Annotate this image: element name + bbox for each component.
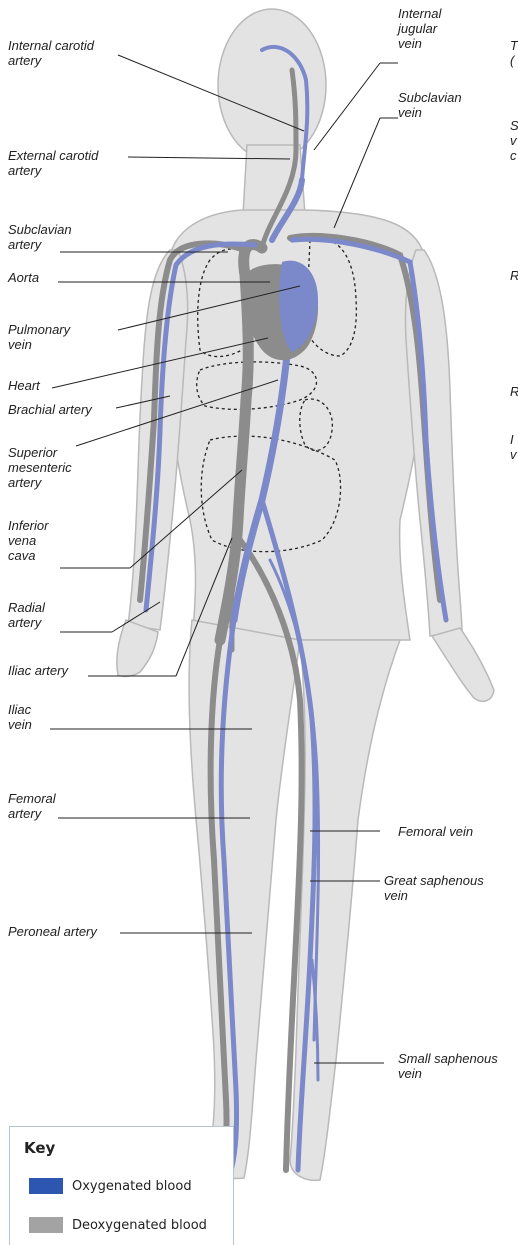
label-femoral-artery: Femoral artery xyxy=(8,791,56,821)
right-leg xyxy=(290,640,400,1180)
left-leg xyxy=(189,620,300,1178)
label-peroneal-artery: Peroneal artery xyxy=(8,924,97,939)
label-superior-mesenteric-artery: Superior mesenteric artery xyxy=(8,445,72,490)
head xyxy=(218,9,326,161)
legend-label-oxygenated: Oxygenated blood xyxy=(72,1179,192,1194)
leader-subclavian-vein-diagonal xyxy=(334,118,380,228)
legend-swatch-oxygenated xyxy=(29,1178,63,1194)
label-radial-artery: Radial artery xyxy=(8,600,45,630)
label-cutoff-r1: R xyxy=(510,268,518,283)
label-subclavian-artery: Subclavian artery xyxy=(8,222,72,252)
legend-title: Key xyxy=(24,1139,55,1157)
label-heart: Heart xyxy=(8,378,40,393)
label-cutoff-s: S v c xyxy=(510,118,518,163)
label-femoral-vein: Femoral vein xyxy=(398,824,473,839)
label-internal-carotid-artery: Internal carotid artery xyxy=(8,38,94,68)
label-brachial-artery: Brachial artery xyxy=(8,402,92,417)
label-iliac-vein: Iliac vein xyxy=(8,702,32,732)
label-inferior-vena-cava: Inferior vena cava xyxy=(8,518,48,563)
label-small-saphenous-vein: Small saphenous vein xyxy=(398,1051,498,1081)
label-iliac-artery: Iliac artery xyxy=(8,663,68,678)
right-hand xyxy=(432,628,494,701)
legend-key-box: Key Oxygenated blood Deoxygenated blood xyxy=(9,1126,234,1245)
legend-swatch-deoxygenated xyxy=(29,1217,63,1233)
label-cutoff-r2: R xyxy=(510,384,518,399)
label-cutoff-t: T ( xyxy=(510,38,518,68)
label-subclavian-vein: Subclavian vein xyxy=(398,90,462,120)
label-aorta: Aorta xyxy=(8,270,39,285)
label-great-saphenous-vein: Great saphenous vein xyxy=(384,873,484,903)
label-cutoff-i: I v xyxy=(510,432,517,462)
label-pulmonary-vein: Pulmonary vein xyxy=(8,322,70,352)
label-internal-jugular-vein: Internal jugular vein xyxy=(398,6,441,51)
legend-label-deoxygenated: Deoxygenated blood xyxy=(72,1218,207,1233)
label-external-carotid-artery: External carotid artery xyxy=(8,148,98,178)
